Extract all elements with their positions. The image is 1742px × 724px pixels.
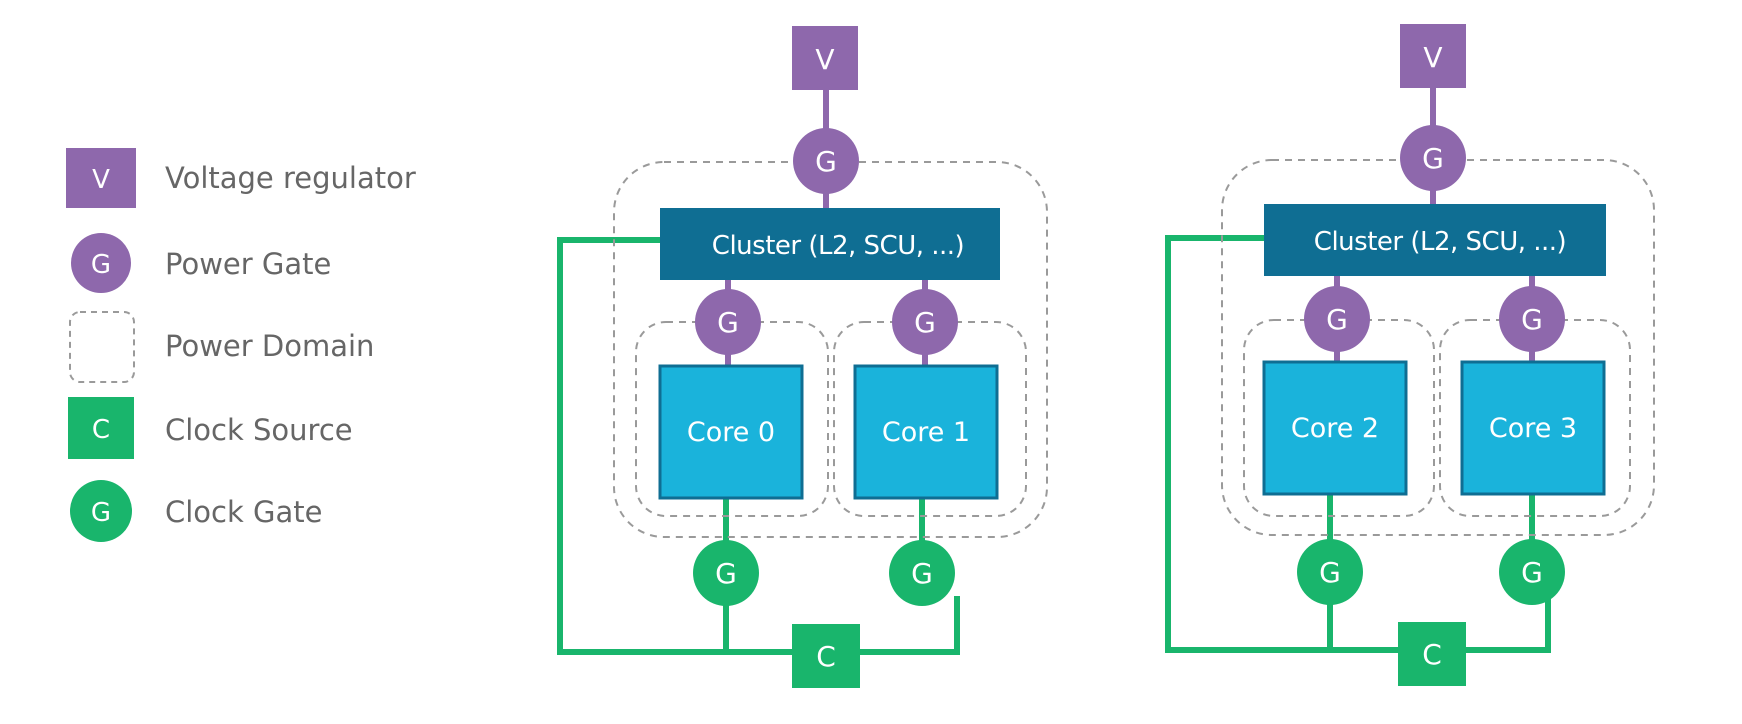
power-gate-icon	[1499, 286, 1565, 352]
power-domain-icon	[69, 311, 135, 383]
clock-gate-icon	[1499, 539, 1565, 605]
core-box	[853, 364, 999, 500]
legend-item-power-gate: G Power Gate	[71, 233, 331, 293]
clock-gate-letter: G	[1521, 556, 1543, 589]
voltage-regulator-letter: V	[815, 43, 834, 76]
power-gate-letter: G	[815, 145, 837, 178]
clock-gate-icon	[693, 540, 759, 606]
legend-item-voltage-regulator: V Voltage regulator	[66, 148, 416, 208]
clock-gate-icon	[1297, 539, 1363, 605]
clock-source-icon	[1398, 622, 1466, 686]
power-gate-icon	[793, 128, 859, 194]
power-gate-letter: G	[914, 306, 936, 339]
clock-source-icon	[792, 624, 860, 688]
power-gate-icon	[1400, 125, 1466, 191]
clock-gate-letter: G	[911, 557, 933, 590]
cluster-power-domain	[1221, 159, 1655, 536]
power-gate-letter: G	[1521, 303, 1543, 336]
power-gate-letter: G	[717, 306, 739, 339]
cluster-power-domain	[613, 161, 1048, 538]
power-gate-icon	[695, 289, 761, 355]
core-box	[658, 364, 804, 500]
power-gate-icon	[71, 233, 131, 293]
voltage-regulator-icon	[1400, 24, 1466, 88]
clock-gate-letter: G	[715, 557, 737, 590]
legend-symbol-letter: G	[91, 250, 111, 280]
core-box	[1262, 360, 1408, 496]
clock-source-letter: C	[816, 640, 836, 673]
cluster-label: Cluster (L2, SCU, ...)	[712, 231, 964, 261]
core-label: Core 3	[1489, 413, 1577, 444]
voltage-regulator-letter: V	[1423, 41, 1442, 74]
power-gate-icon	[892, 289, 958, 355]
core-box	[1460, 360, 1606, 496]
clock-gate-letter: G	[1319, 556, 1341, 589]
legend-label-clock-gate: Clock Gate	[165, 495, 322, 529]
clock-gate-icon	[70, 480, 132, 542]
clock-source-icon	[68, 397, 134, 459]
clock-wire	[557, 237, 960, 655]
cluster-box	[1264, 204, 1606, 276]
legend-symbol-letter: C	[92, 415, 110, 445]
cluster-box	[660, 208, 1000, 280]
legend: V Voltage regulator G Power Gate Power D…	[66, 148, 416, 542]
clock-wire	[1165, 235, 1551, 653]
cluster-label: Cluster (L2, SCU, ...)	[1314, 227, 1566, 257]
core-label: Core 0	[687, 417, 775, 448]
legend-symbol-letter: V	[92, 165, 110, 195]
voltage-regulator-icon	[792, 26, 858, 90]
clock-source-letter: C	[1422, 638, 1442, 671]
power-gate-letter: G	[1422, 142, 1444, 175]
legend-item-clock-source: C Clock Source	[68, 397, 353, 459]
voltage-regulator-icon	[66, 148, 136, 208]
legend-item-clock-gate: G Clock Gate	[70, 480, 322, 542]
legend-symbol-letter: G	[91, 498, 111, 528]
legend-label-power-domain: Power Domain	[165, 329, 374, 363]
power-gate-letter: G	[1326, 303, 1348, 336]
clock-gate-icon	[889, 540, 955, 606]
cluster-group-0: V G Cluster (L2, SCU, ...) G G Core 0 Co…	[557, 26, 1048, 688]
core-label: Core 2	[1291, 413, 1379, 444]
legend-item-power-domain: Power Domain	[69, 311, 374, 383]
power-gate-icon	[1304, 286, 1370, 352]
legend-label-power-gate: Power Gate	[165, 247, 331, 281]
legend-label-voltage-regulator: Voltage regulator	[165, 161, 416, 195]
cluster-group-1: V G Cluster (L2, SCU, ...) G G Core 2 Co…	[1165, 24, 1655, 686]
legend-label-clock-source: Clock Source	[165, 413, 353, 447]
core-label: Core 1	[882, 417, 970, 448]
